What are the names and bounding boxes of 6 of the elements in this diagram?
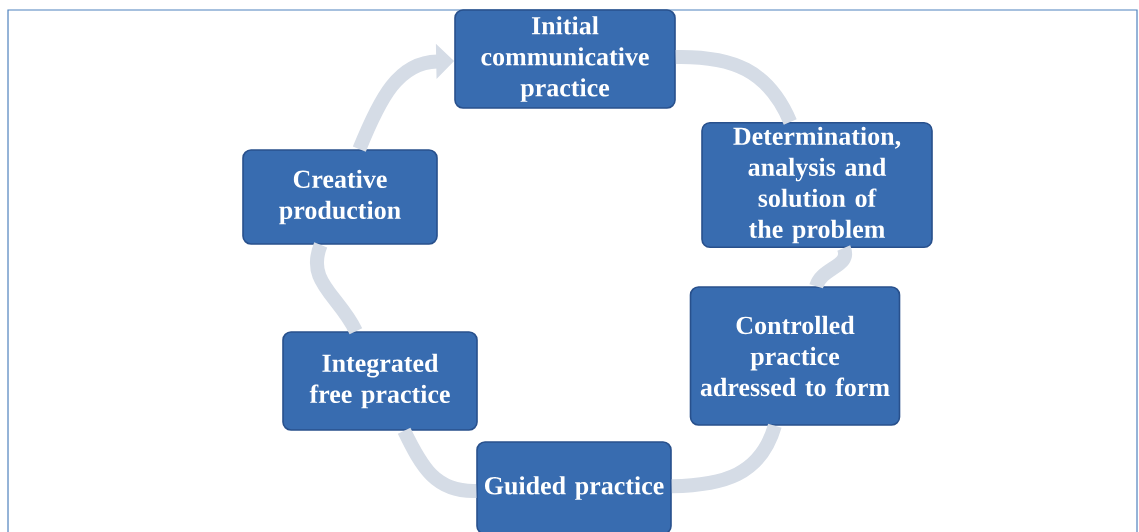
process-box: Initial communicative practice: [454, 9, 676, 109]
process-box: Controlled practice adressed to form: [689, 286, 901, 426]
process-box: Determination, analysis and solution of the problem: [701, 121, 933, 249]
process-box: Creative production: [242, 149, 438, 245]
process-box: Guided practice: [476, 441, 672, 532]
process-box: Integrated free practice: [282, 331, 478, 431]
